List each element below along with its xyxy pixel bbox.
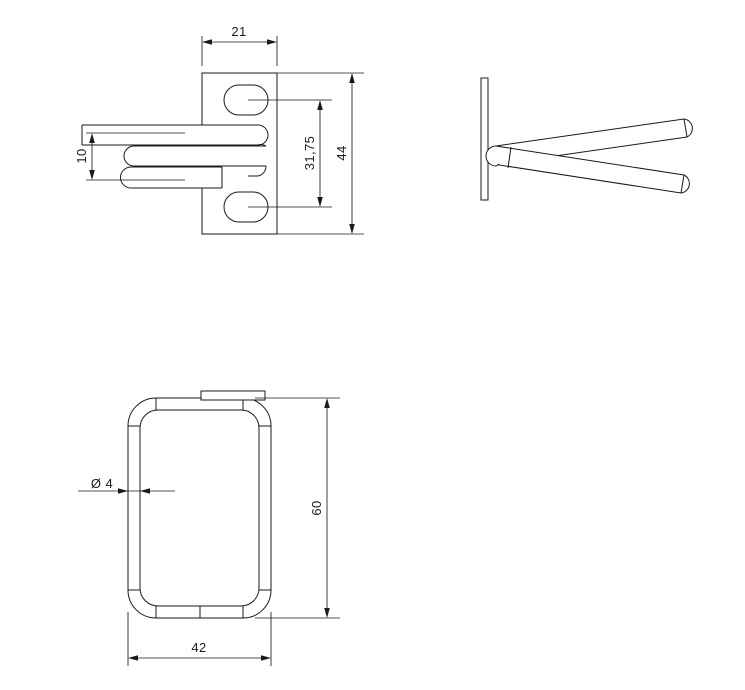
dim-60-arrow-bottom [324,608,330,618]
front-view [81,72,278,235]
side-view-arm-upper-end-seam [683,118,688,138]
side-view-arm-lower [492,145,690,194]
front-view-arm-top [82,124,269,146]
dim-21-text: 21 [231,24,246,39]
dim-44-arrow-bottom [349,224,355,234]
side-view-arm-lower-end-seam [680,174,685,194]
top-view-dimensions: Ø 4 60 42 [78,397,340,666]
dim-10-arrow-bottom [89,170,95,180]
top-view [127,390,272,619]
front-view-bend-upper-right [257,144,267,147]
dim-10-text: 10 [74,148,89,163]
front-view-bend-lower-right [248,165,267,177]
side-view-plate-edge [480,77,489,201]
dim-dia4-arrow-right [140,488,150,494]
side-view-left-seam [507,146,512,169]
dim-60-arrow-top [324,398,330,408]
side-view-arm-upper [495,118,693,165]
front-view-arm-middle [123,145,266,167]
dim-21-arrow-right [267,39,277,45]
dim-dia4-text: Ø 4 [91,476,113,491]
dim-dia4-arrow-left [118,488,128,494]
dim-3175-arrow-bottom [317,197,323,207]
dim-42-arrow-right [261,655,271,661]
dim-3175-text: 31,75 [302,136,317,171]
dim-44-text: 44 [334,145,349,160]
side-view [480,77,693,201]
dim-60-text: 60 [309,500,324,515]
front-view-arm-bottom [120,166,222,189]
dim-21-arrow-left [202,39,212,45]
top-view-mounting-tab [200,390,266,401]
front-view-upper-slot [223,84,269,116]
dim-3175-arrow-top [317,100,323,110]
side-view-left-bend [485,145,500,167]
dim-10-arrow-top [89,133,95,143]
top-view-inner-loop [139,409,260,607]
dim-44-arrow-top [349,73,355,83]
front-view-lower-slot [223,191,269,223]
front-view-dimensions: 21 10 31,75 44 [74,24,364,235]
dim-42-arrow-left [128,655,138,661]
dim-42-text: 42 [191,640,206,655]
